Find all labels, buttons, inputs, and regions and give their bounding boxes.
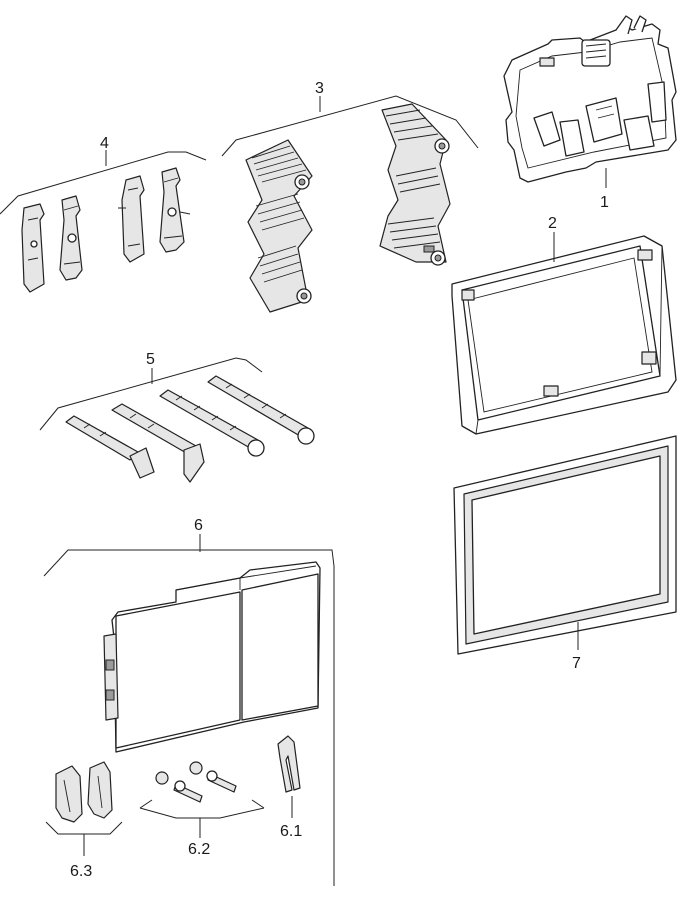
part-5-rod-4 — [207, 375, 315, 445]
part-4-clip-2 — [59, 195, 83, 281]
part-5-rod-3 — [159, 389, 265, 457]
label-6-3: 6.3 — [70, 863, 92, 880]
label-1: 1 — [600, 194, 609, 211]
label-6: 6 — [194, 517, 203, 534]
part-4-clip-1 — [21, 203, 45, 293]
part-6-group — [43, 549, 335, 886]
label-7: 7 — [572, 655, 581, 672]
part-6-3-clip-1 — [55, 765, 83, 823]
label-6-1: 6.1 — [280, 823, 302, 840]
part-5-rod-1 — [65, 415, 155, 479]
label-3: 3 — [315, 80, 324, 97]
label-2: 2 — [548, 215, 557, 232]
part-3-right-spring — [379, 103, 451, 266]
part-6-3-clips — [45, 761, 123, 835]
part-6-1-hook — [277, 735, 301, 793]
part-6-3-clip-2 — [87, 761, 113, 819]
label-5: 5 — [146, 351, 155, 368]
part-1-mounting-frame — [503, 15, 677, 183]
part-2-deep-frame — [451, 235, 677, 435]
part-6-2-screw-2 — [189, 761, 237, 793]
label-4: 4 — [100, 135, 109, 152]
part-6-actuator-plate — [103, 561, 321, 753]
part-7-cover-frame — [453, 435, 677, 655]
part-3-left-spring — [245, 139, 313, 313]
part-4-clip-3 — [118, 175, 145, 263]
part-6-2-screws — [139, 761, 265, 819]
part-4-clip-4 — [159, 167, 191, 253]
part-5-rods — [39, 357, 315, 483]
label-6-2: 6.2 — [188, 841, 210, 858]
part-3-springs — [221, 95, 479, 313]
part-5-rod-2 — [111, 403, 205, 483]
part-6-2-screw-1 — [155, 771, 203, 803]
part-4-clips — [0, 151, 207, 293]
